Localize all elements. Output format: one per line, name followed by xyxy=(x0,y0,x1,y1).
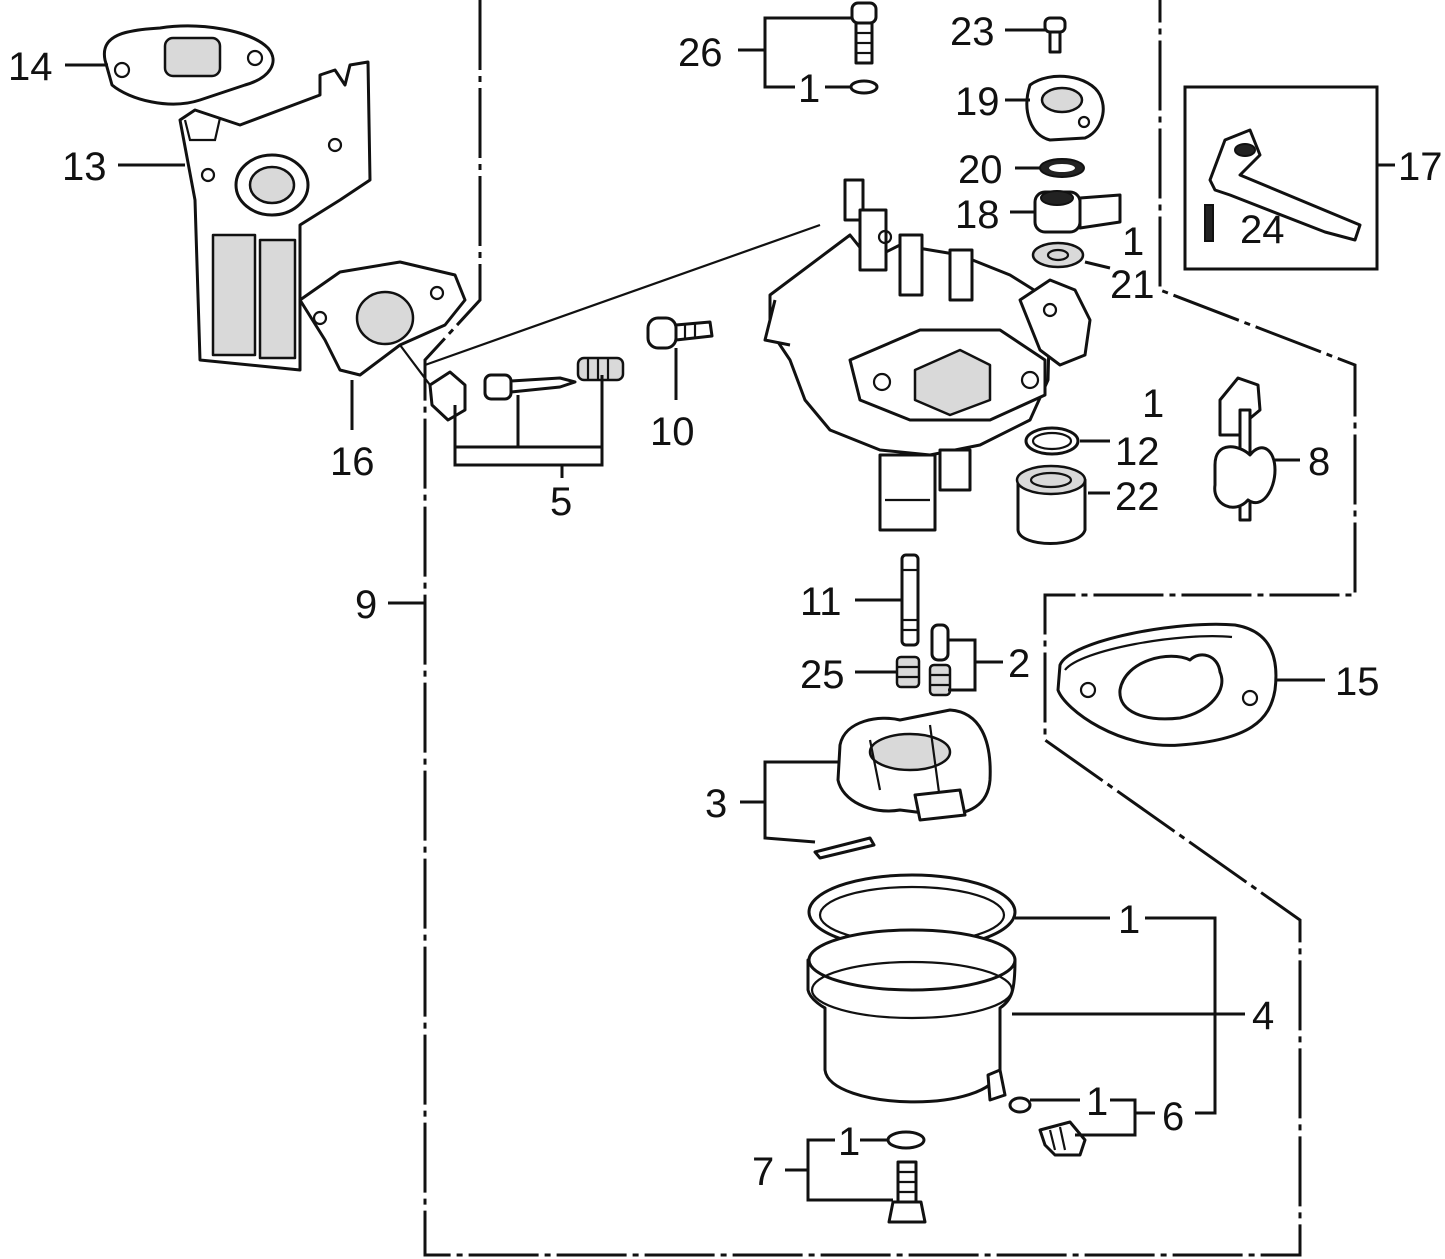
washer-1-top xyxy=(849,79,879,95)
float-3 xyxy=(813,708,992,860)
callout-22: 22 xyxy=(1115,475,1160,519)
callout-1-valve: 1 xyxy=(1122,220,1144,264)
callout-1-drain-washer: 1 xyxy=(1086,1080,1108,1124)
plate-19 xyxy=(1025,74,1105,142)
callout-26: 26 xyxy=(678,31,723,75)
callout-2: 2 xyxy=(1008,642,1030,686)
callout-13: 13 xyxy=(62,145,107,189)
throttle-stop-screw-set-5 xyxy=(428,356,625,422)
callout-5: 5 xyxy=(550,480,572,524)
callout-11: 11 xyxy=(800,580,842,624)
drain-screw-6 xyxy=(1008,1096,1087,1157)
callout-1-oring: 1 xyxy=(1142,382,1164,426)
callout-20: 20 xyxy=(958,148,1003,192)
cap-22 xyxy=(1015,464,1087,545)
screw-10 xyxy=(646,316,714,350)
callout-10: 10 xyxy=(650,410,695,454)
callout-15: 15 xyxy=(1335,660,1380,704)
gasket-16 xyxy=(298,260,467,386)
nozzle-11 xyxy=(900,553,920,647)
seal-21 xyxy=(1031,241,1085,269)
callout-3: 3 xyxy=(705,782,727,826)
callout-9: 9 xyxy=(355,583,377,627)
screw-26 xyxy=(850,1,878,65)
callout-7: 7 xyxy=(752,1150,774,1194)
callout-19: 19 xyxy=(955,80,1000,124)
callout-23: 23 xyxy=(950,10,995,54)
callout-18: 18 xyxy=(955,193,1000,237)
float-valve-8 xyxy=(1213,376,1277,522)
insulator-bracket-13 xyxy=(178,60,372,372)
assembly-boundary-9 xyxy=(423,0,1357,1257)
gasket-15 xyxy=(1056,622,1278,747)
part-17-box xyxy=(1183,85,1379,271)
callout-14: 14 xyxy=(8,45,53,89)
gasket-14 xyxy=(102,24,275,106)
leader-lines xyxy=(65,16,1395,1202)
callout-1-bolt-washer: 1 xyxy=(838,1120,860,1164)
callout-25: 25 xyxy=(800,653,845,697)
callout-1-bowl: 1 xyxy=(1118,898,1140,942)
bolt-7 xyxy=(886,1130,927,1224)
carburetor-body xyxy=(763,178,1092,532)
pilot-screw-2 xyxy=(928,623,952,697)
callout-12: 12 xyxy=(1115,430,1160,474)
o-ring-12 xyxy=(1024,426,1080,456)
o-ring-20 xyxy=(1039,158,1085,178)
callout-17: 17 xyxy=(1398,145,1443,189)
callout-labels: 14 13 16 5 10 9 26 1 23 19 20 18 1 21 17… xyxy=(8,10,1443,1194)
float-bowl-4 xyxy=(806,873,1017,1104)
jet-25 xyxy=(895,655,921,689)
callout-24: 24 xyxy=(1240,208,1285,252)
callout-8: 8 xyxy=(1308,440,1330,484)
callout-16: 16 xyxy=(330,440,375,484)
callout-4: 4 xyxy=(1252,994,1274,1038)
callout-21: 21 xyxy=(1110,263,1155,307)
screw-23 xyxy=(1043,16,1067,54)
callout-6: 6 xyxy=(1162,1095,1184,1139)
valve-18 xyxy=(1033,190,1122,234)
callout-1-washer-top: 1 xyxy=(798,67,820,111)
